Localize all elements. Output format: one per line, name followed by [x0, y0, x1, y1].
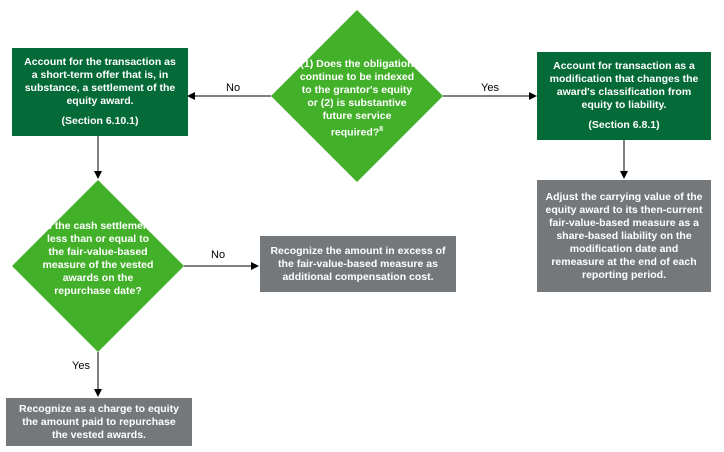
- decision-1-diamond: [271, 10, 443, 182]
- modification-box: Account for transaction as a modificatio…: [537, 52, 711, 140]
- footnote-marker: 8: [379, 126, 384, 133]
- adjust-carrying-value-text: Adjust the carrying value of the equity …: [545, 190, 703, 281]
- short-term-offer-box: Account for the transaction as a short-t…: [12, 48, 188, 136]
- decision-2-text: Is the cash settlement less than or equa…: [42, 220, 154, 297]
- recognize-excess-text: Recognize the amount in excess of the fa…: [270, 244, 446, 283]
- decision-1-text: (1) Does the obligation continue to be i…: [299, 58, 415, 139]
- short-term-offer-section-ref: (Section 6.10.1): [61, 115, 139, 127]
- decision-2-diamond: [12, 180, 184, 352]
- short-term-offer-text: Account for the transaction as a short-t…: [24, 56, 176, 107]
- charge-to-equity-text: Recognize as a charge to equity the amou…: [19, 402, 179, 441]
- edge-label-d2-no: No: [211, 249, 226, 261]
- edge-label-d1-yes: Yes: [481, 82, 499, 94]
- adjust-carrying-value-box: Adjust the carrying value of the equity …: [537, 180, 711, 292]
- recognize-excess-box: Recognize the amount in excess of the fa…: [260, 236, 456, 292]
- charge-to-equity-box: Recognize as a charge to equity the amou…: [6, 398, 192, 446]
- modification-text: Account for transaction as a modificatio…: [549, 60, 699, 111]
- edge-label-d1-no: No: [226, 82, 241, 94]
- decision-2-label: Is the cash settlement less than or equa…: [40, 220, 156, 298]
- decision-1-label: (1) Does the obligation continue to be i…: [299, 58, 415, 140]
- modification-section-ref: (Section 6.8.1): [588, 119, 660, 131]
- edge-label-d2-yes: Yes: [72, 360, 90, 372]
